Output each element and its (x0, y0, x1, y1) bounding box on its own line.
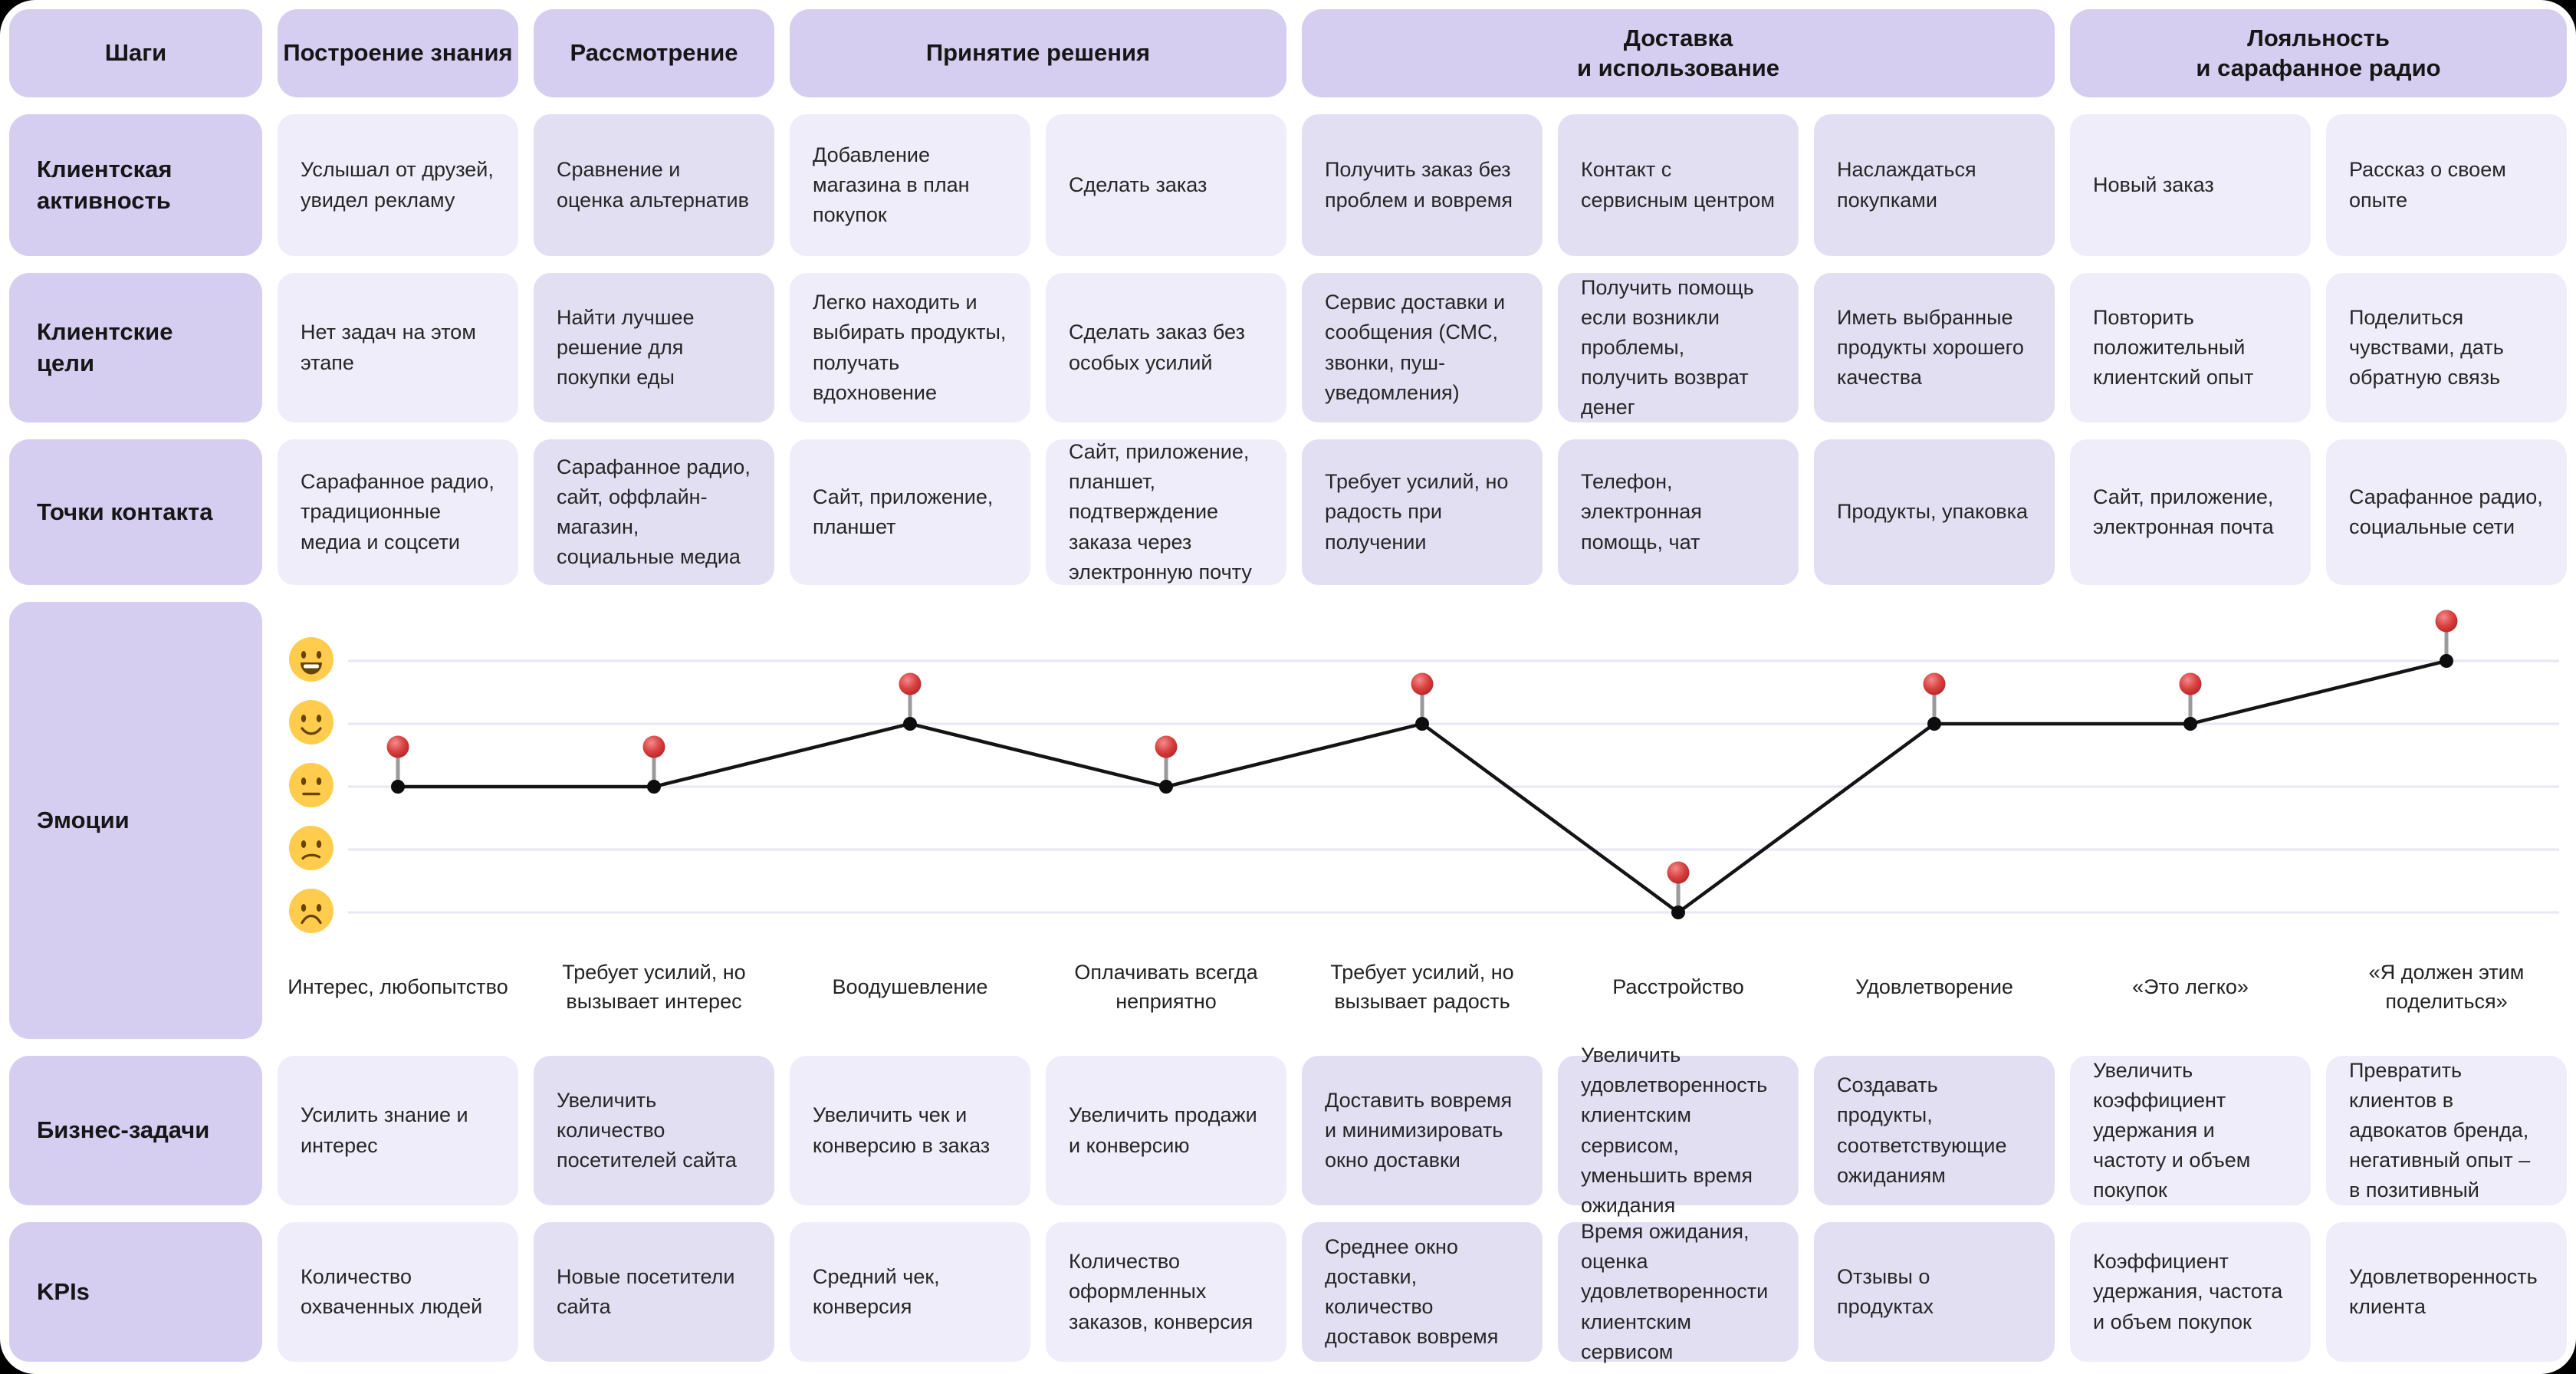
emotion-label-6: Расстройство (1612, 975, 1744, 999)
cell-activity-4: Сделать заказ (1046, 114, 1286, 256)
cell-biz-3: Увеличить чек и конверсию в заказ (790, 1056, 1030, 1205)
row-label-kpis: KPIs (9, 1222, 262, 1362)
emotion-labels-row: Интерес, любопытство Требует усилий, но … (278, 942, 2567, 1033)
row-label-touchpoints: Точки контакта (9, 439, 262, 585)
emotion-point-pin (1923, 672, 1946, 731)
cell-touch-6: Телефон, электронная помощь, чат (1558, 439, 1799, 585)
emotion-label-1: Интерес, любопытство (288, 975, 508, 999)
cell-kpi-2: Новые посетители сайта (534, 1222, 774, 1362)
cell-biz-8: Увеличить коэффициент удержания и частот… (2070, 1056, 2311, 1205)
cell-touch-9: Сарафанное радио, социальные сети (2326, 439, 2567, 585)
cell-activity-8: Новый заказ (2070, 114, 2311, 256)
emotion-point-pin (2435, 610, 2458, 668)
cell-kpi-6: Время ожидания, оценка удовлетворенности… (1558, 1220, 1799, 1363)
cell-touch-4: Сайт, приложение, планшет, подтверждение… (1046, 439, 1286, 585)
cell-touch-8: Сайт, приложение, электронная почта (2070, 439, 2311, 585)
cell-activity-2: Сравнение и оценка альтернатив (534, 114, 774, 256)
cell-kpi-1: Количество охваченных людей (278, 1222, 518, 1362)
emotion-label-7: Удовлетворение (1855, 975, 2013, 999)
neutral-face-icon (287, 761, 336, 810)
cell-kpi-8: Коэффициент удержания, частота и объем п… (2070, 1222, 2311, 1362)
emotion-label-8: «Это легко» (2132, 975, 2249, 999)
cell-touch-7: Продукты, упаковка (1814, 439, 2055, 585)
emotion-curve-chart (348, 610, 2559, 919)
cell-goals-3: Легко находить и выбирать продукты, полу… (790, 273, 1030, 422)
cell-activity-7: Наслаждаться покупками (1814, 114, 2055, 256)
cell-biz-6: Увеличить удовлетворенность клиентским с… (1558, 1044, 1799, 1217)
cell-kpi-5: Среднее окно доставки, количество достав… (1302, 1222, 1543, 1362)
emotion-point-pin (1155, 735, 1178, 794)
emotion-chart-area: Интерес, любопытство Требует усилий, но … (278, 602, 2567, 1039)
row-label-emotions: Эмоции (9, 602, 262, 1039)
cell-biz-9: Превратить клиентов в адвокатов бренда, … (2326, 1056, 2567, 1205)
cell-goals-7: Иметь выбранные продукты хорошего качест… (1814, 273, 2055, 422)
emotion-point-pin (2179, 672, 2202, 731)
cell-kpi-4: Количество оформленных заказов, конверси… (1046, 1222, 1286, 1362)
cell-activity-9: Рассказ о своем опыте (2326, 114, 2567, 256)
row-label-customer-goals: Клиентские цели (9, 273, 262, 422)
cell-activity-6: Контакт с сервисным центром (1558, 114, 1799, 256)
cell-touch-1: Сарафанное радио, традиционные медиа и с… (278, 439, 518, 585)
stage-header-awareness: Построение знания (278, 9, 518, 97)
emotion-label-4: Оплачивать всегда неприятно (1074, 961, 1258, 1013)
emotion-point-pin (386, 735, 409, 794)
emotion-point-pin (899, 672, 922, 731)
emotion-point-pin (1667, 861, 1690, 919)
emotion-point-pin (642, 735, 665, 794)
emotion-label-2: Требует усилий, но вызывает интерес (562, 961, 746, 1013)
cell-biz-4: Увеличить продажи и конверсию (1046, 1056, 1286, 1205)
cell-kpi-7: Отзывы о продуктах (1814, 1222, 2055, 1362)
cell-activity-3: Добавление магазина в план покупок (790, 114, 1030, 256)
emotion-label-5: Требует усилий, но вызывает радость (1330, 961, 1514, 1013)
cell-goals-4: Сделать заказ без особых усилий (1046, 273, 1286, 422)
cell-goals-6: Получить помощь если возникли проблемы, … (1558, 273, 1799, 422)
confused-face-icon (287, 823, 336, 873)
corner-header-steps: Шаги (9, 9, 262, 97)
cell-touch-5: Требует усилий, но радость при получении (1302, 439, 1543, 585)
slightly-smiling-face-icon (287, 698, 336, 747)
cell-activity-1: Услышал от друзей, увидел рекламу (278, 114, 518, 256)
cell-kpi-3: Средний чек, конверсия (790, 1222, 1030, 1362)
cell-activity-5: Получить заказ без проблем и вовремя (1302, 114, 1543, 256)
cell-goals-5: Сервис доставки и сообщения (СМС, звонки… (1302, 273, 1543, 422)
row-label-business-goals: Бизнес-задачи (9, 1056, 262, 1205)
cell-goals-8: Повторить положительный клиентский опыт (2070, 273, 2311, 422)
stage-header-loyalty: Лояльность и сарафанное радио (2070, 9, 2567, 97)
cell-biz-2: Увеличить количество посетителей сайта (534, 1056, 774, 1205)
cell-biz-5: Доставить вовремя и минимизировать окно … (1302, 1056, 1543, 1205)
cell-biz-1: Усилить знание и интерес (278, 1056, 518, 1205)
cell-goals-2: Найти лучшее решение для покупки еды (534, 273, 774, 422)
cell-touch-3: Сайт, приложение, планшет (790, 439, 1030, 585)
grinning-face-icon (287, 635, 336, 684)
stage-header-consideration: Рассмотрение (534, 9, 774, 97)
frowning-face-icon (287, 886, 336, 935)
cell-kpi-9: Удовлетворенность клиента (2326, 1222, 2567, 1362)
emotion-label-9: «Я должен этим поделиться» (2368, 961, 2525, 1013)
emotion-label-3: Воодушевление (832, 975, 988, 999)
emotion-point-pin (1411, 672, 1434, 731)
stage-header-delivery: Доставка и использование (1302, 9, 2055, 97)
stage-header-decision: Принятие решения (790, 9, 1286, 97)
cell-touch-2: Сарафанное радио, сайт, оффлайн-магазин,… (534, 439, 774, 585)
cell-biz-7: Создавать продукты, соответствующие ожид… (1814, 1056, 2055, 1205)
cell-goals-9: Поделиться чувствами, дать обратную связ… (2326, 273, 2567, 422)
cell-goals-1: Нет задач на этом этапе (278, 273, 518, 422)
row-label-customer-activity: Клиентская активность (9, 114, 262, 256)
